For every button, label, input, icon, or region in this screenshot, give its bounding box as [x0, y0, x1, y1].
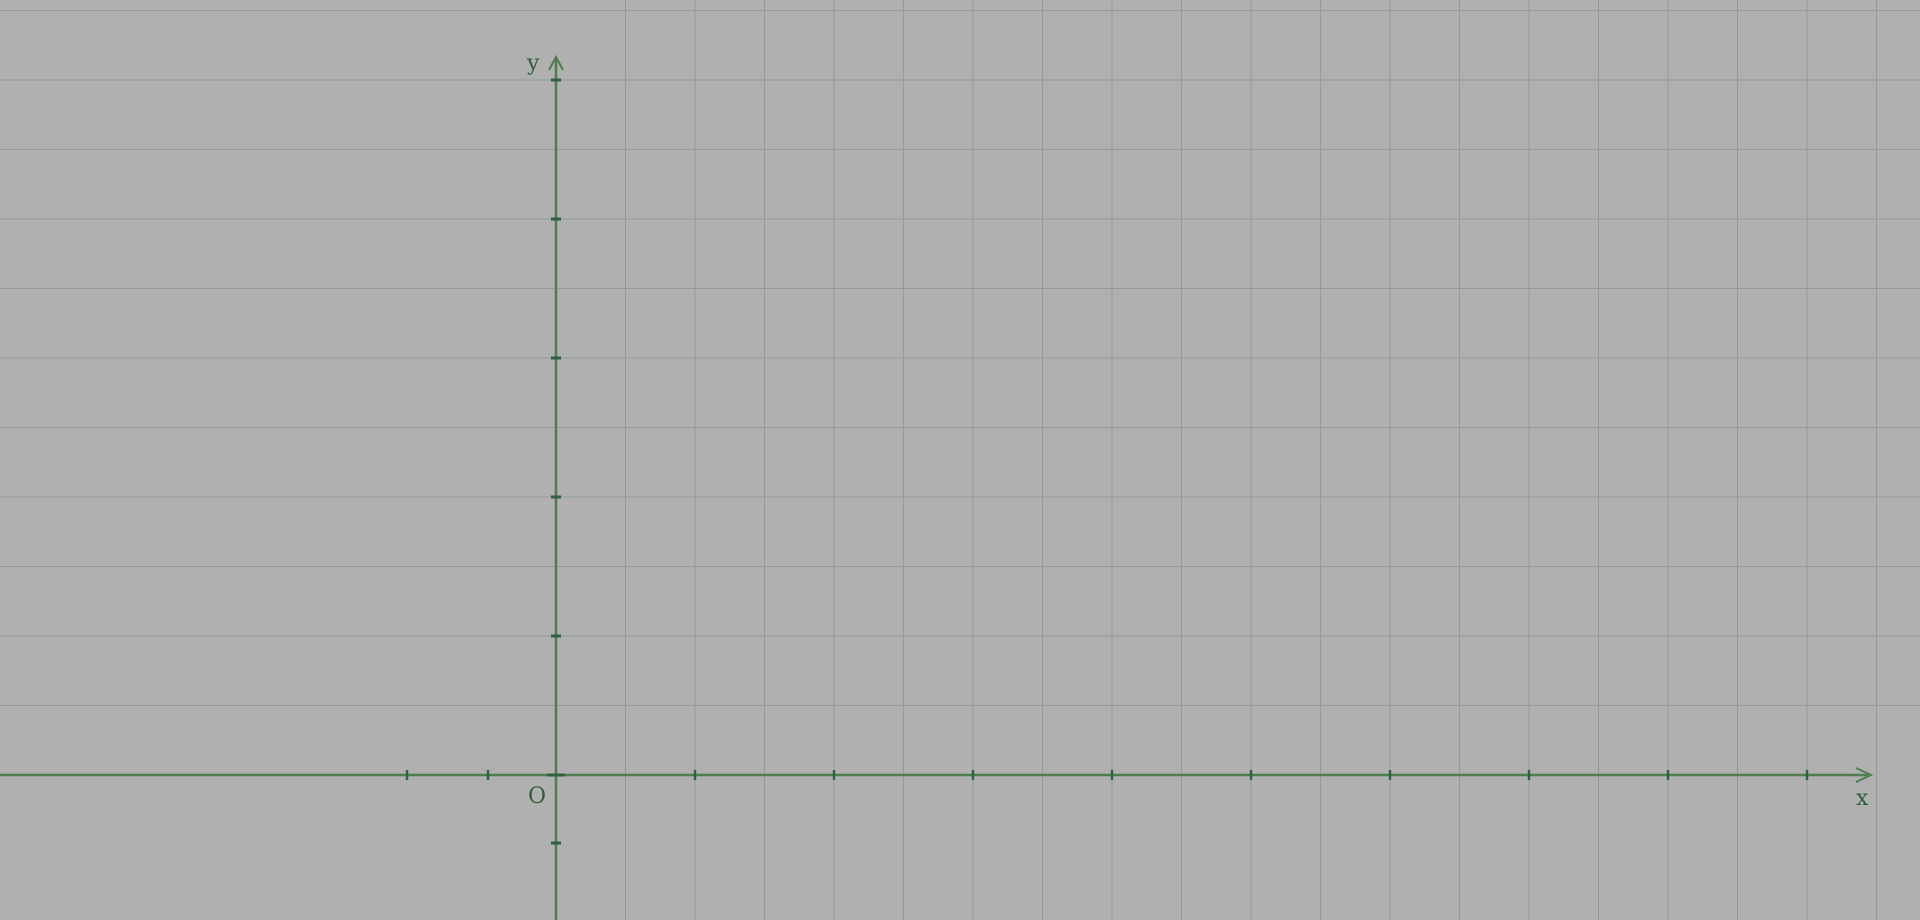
x-axis-label: x	[1856, 786, 1869, 811]
axes-group	[0, 54, 1874, 920]
ticks-group	[405, 78, 1809, 845]
x-axis-arrow	[1855, 767, 1874, 783]
origin-label: O	[528, 784, 546, 809]
y-axis-arrow	[548, 54, 564, 71]
y-axis-label: y	[526, 51, 540, 76]
